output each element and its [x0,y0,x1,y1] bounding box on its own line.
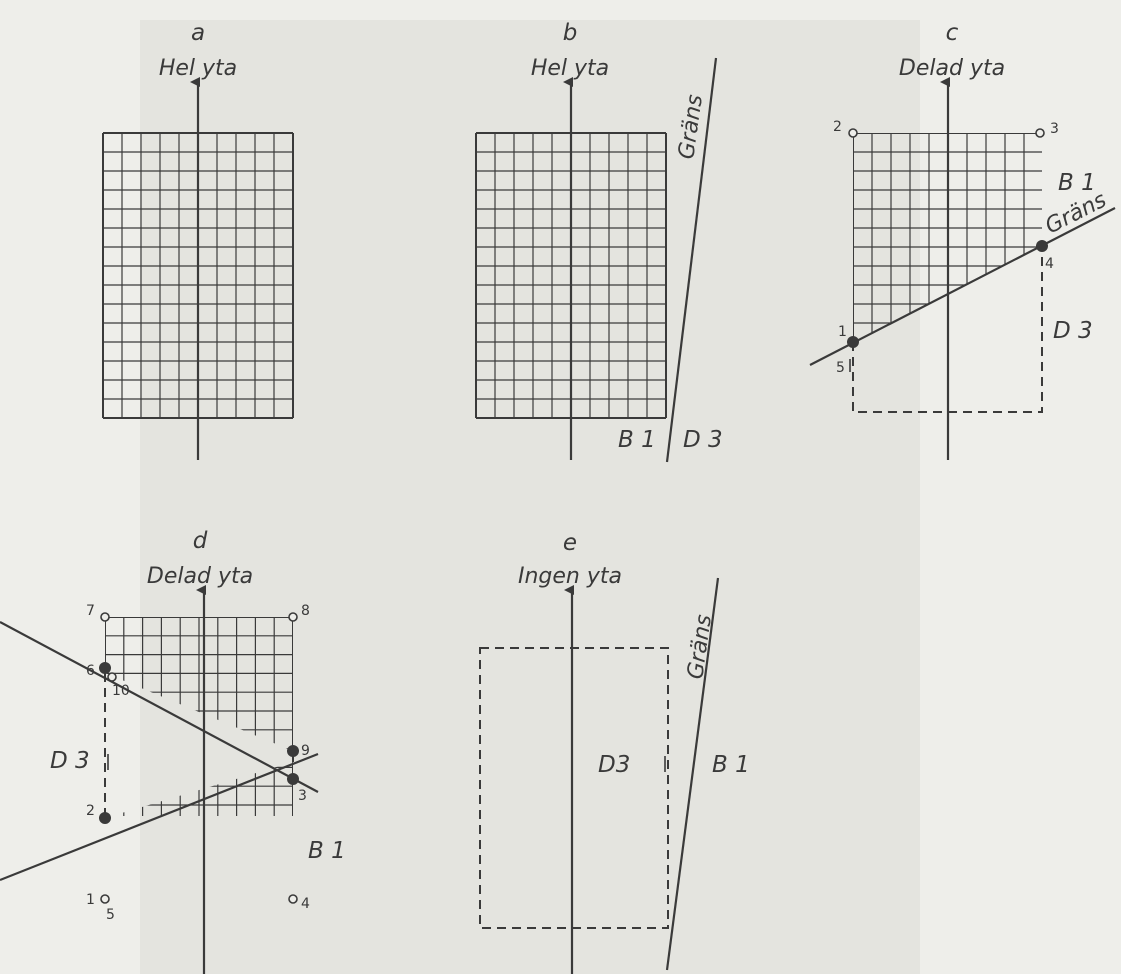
panel-d-point-7-label: 7 [86,603,95,619]
panel-d-point-8-label: 8 [301,603,310,619]
panel-b-letter: b [563,20,578,46]
panel-e-dashed-outline [479,647,669,929]
panel-d-point-4-marker [288,894,298,904]
panel-d-point-9-label: 9 [301,743,310,759]
panel-d-point-6-label: 6 [86,663,95,679]
panel-d-point-9-marker [287,745,299,757]
panel-d-point-7-marker [100,612,110,622]
panel-d: d Delad yta D 3 B 1 7 8 6 10 9 3 2 1 5 4 [0,528,346,974]
panel-c-point-1-marker [847,336,859,348]
panel-d-point-6-marker [99,662,111,674]
panel-c-point-4-marker [1036,240,1048,252]
panel-d-point-4-label: 4 [301,896,310,912]
panel-d-title: Delad yta [147,564,253,589]
panel-d-point-1-label: 1 [86,892,95,908]
panel-a-title: Hel yta [159,56,237,81]
panel-c-point-3-marker [1035,128,1045,138]
panel-e-boundary-line [665,577,720,971]
panel-d-left-zone: D 3 [50,748,90,774]
panel-c-point-5-label: 5 [836,360,845,376]
paper-sheet [140,20,920,974]
panel-e-letter: e [563,530,577,556]
panel-b: b Hel yta Gräns B 1 D 3 [475,20,723,463]
panel-e-outer-zone: B 1 [712,752,750,778]
panel-c-point-2-marker [848,128,858,138]
panel-b-title: Hel yta [531,56,609,81]
panel-d-lower-boundary-line [0,752,319,882]
panel-d-letter: d [193,528,208,554]
panel-d-right-zone: B 1 [308,838,346,864]
panel-b-boundary-line [665,57,718,463]
panel-b-left-zone: B 1 [618,427,656,453]
panel-c-point-2-label: 2 [833,119,842,135]
panel-a-letter: a [191,20,205,46]
panel-c-boundary-line [809,207,1116,366]
panel-d-upper-boundary-line [0,621,319,793]
panel-a: a Hel yta [102,20,294,460]
panel-b-grid [475,132,667,419]
panel-d-point-2-marker [99,812,111,824]
panel-e-title: Ingen yta [518,564,622,589]
panel-c-point-1-label: 1 [838,324,847,340]
panel-c-dashed-outline [852,246,1043,413]
panel-e: e Ingen yta Gräns D3 B 1 [479,530,750,974]
panel-e-inner-zone: D3 [598,752,630,778]
panel-d-point-10-marker [107,672,117,682]
panel-d-point-2-label: 2 [86,803,95,819]
panel-d-point-1-marker [100,894,110,904]
panel-c-point-3-label: 3 [1050,121,1059,137]
panel-c-lower-zone: D 3 [1053,318,1093,344]
panel-b-right-zone: D 3 [683,427,723,453]
panel-c-upper-zone: B 1 [1058,170,1096,196]
panel-d-point-3-label: 3 [298,788,307,804]
panel-c-letter: c [946,20,959,46]
panel-d-point-3-marker [287,773,299,785]
panel-c-title: Delad yta [899,56,1005,81]
panel-c-point-4-label: 4 [1045,256,1054,272]
panel-d-point-5-label: 5 [106,907,115,923]
panel-d-point-10-label: 10 [112,683,130,699]
panel-d-point-8-marker [288,612,298,622]
